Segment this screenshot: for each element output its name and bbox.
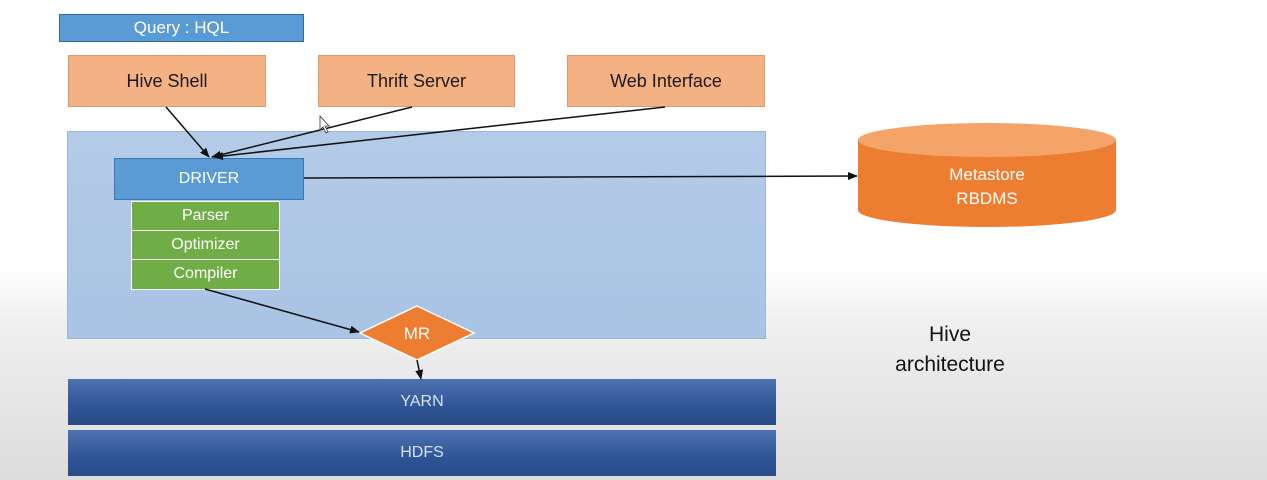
driver-box: DRIVER	[114, 158, 304, 200]
compiler-to-mr-arrow	[204, 288, 360, 334]
metastore-label: Metastore	[949, 165, 1025, 184]
caption-line-2: architecture	[895, 353, 1005, 376]
hive-shell-to-driver-arrow	[165, 106, 210, 158]
web-to-driver-arrow	[213, 106, 666, 160]
hive-shell-box: Hive Shell	[68, 55, 266, 107]
compiler-box: Compiler	[131, 259, 280, 290]
caption-line-1: Hive	[928, 323, 971, 346]
diagram-caption: Hive architecture	[870, 320, 1030, 380]
query-hql-label: Query : HQL	[59, 14, 304, 42]
rdbms-label: RBDMS	[956, 189, 1017, 208]
driver-to-metastore-arrow	[303, 172, 858, 181]
web-interface-box: Web Interface	[567, 55, 765, 107]
parser-box: Parser	[131, 201, 280, 231]
optimizer-box: Optimizer	[131, 230, 280, 260]
yarn-layer: YARN	[68, 379, 776, 425]
mr-diamond: MR	[358, 305, 476, 361]
mr-to-yarn-arrow	[415, 359, 424, 380]
thrift-server-box: Thrift Server	[318, 55, 515, 107]
hdfs-layer: HDFS	[68, 430, 776, 476]
mouse-cursor-icon	[319, 114, 330, 134]
mr-label: MR	[404, 324, 430, 343]
metastore-cylinder: Metastore RBDMS	[858, 123, 1116, 227]
thrift-to-driver-arrow	[211, 106, 413, 159]
